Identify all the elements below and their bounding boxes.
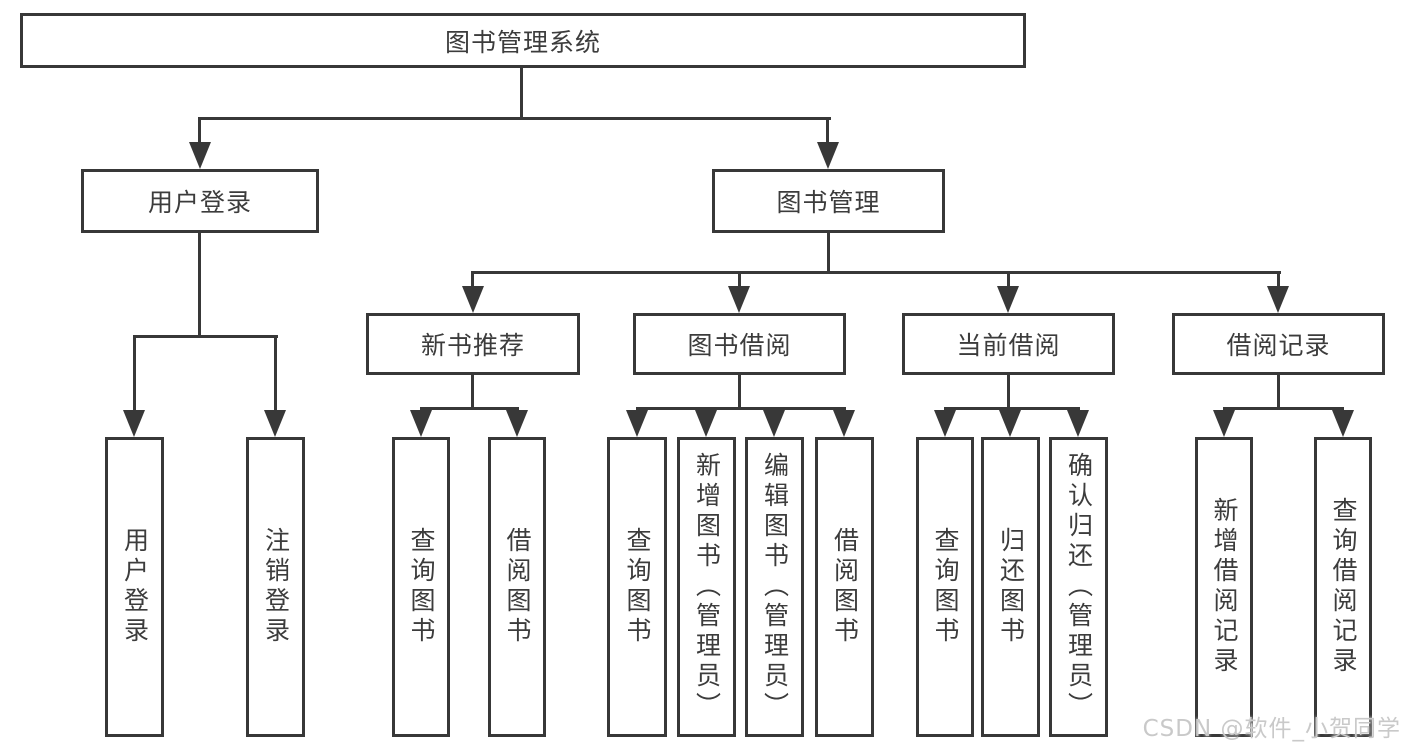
line <box>471 375 474 409</box>
leaf-current-return-book: 归还图书 <box>981 437 1040 737</box>
node-new-book-recommend: 新书推荐 <box>366 313 580 375</box>
arrow-down-icon <box>695 410 717 437</box>
line <box>198 117 831 120</box>
leaf-record-query-record: 查询借阅记录 <box>1314 437 1372 737</box>
leaf-newrec-query-book: 查询图书 <box>392 437 450 737</box>
line <box>133 335 278 338</box>
line <box>520 68 523 118</box>
line <box>1007 271 1010 291</box>
arrow-down-icon <box>1067 410 1089 437</box>
leaf-user-login: 用户登录 <box>105 437 164 737</box>
arrow-down-icon <box>833 410 855 437</box>
arrow-down-icon <box>626 410 648 437</box>
node-book-management: 图书管理 <box>712 169 945 233</box>
leaf-logout: 注销登录 <box>246 437 305 737</box>
leaf-borrow-query-book: 查询图书 <box>607 437 667 737</box>
arrow-down-icon <box>1267 286 1289 313</box>
line <box>826 117 829 147</box>
arrow-down-icon <box>506 410 528 437</box>
node-system-root: 图书管理系统 <box>20 13 1026 68</box>
leaf-newrec-borrow-book: 借阅图书 <box>488 437 546 737</box>
line <box>420 407 519 410</box>
line <box>738 271 741 291</box>
line <box>636 407 846 410</box>
arrow-down-icon <box>997 286 1019 313</box>
arrow-down-icon <box>462 286 484 313</box>
node-book-borrow: 图书借阅 <box>633 313 846 375</box>
line <box>1277 375 1280 409</box>
arrow-down-icon <box>1332 410 1354 437</box>
leaf-borrow-edit-book-admin: 编辑图书（管理员） <box>745 437 804 737</box>
leaf-borrow-add-book-admin: 新增图书（管理员） <box>677 437 736 737</box>
line <box>133 335 136 415</box>
leaf-record-add-record: 新增借阅记录 <box>1195 437 1253 737</box>
arrow-down-icon <box>123 410 145 437</box>
node-user-login: 用户登录 <box>81 169 319 233</box>
arrow-down-icon <box>189 142 211 169</box>
arrow-down-icon <box>1213 410 1235 437</box>
line <box>471 271 474 291</box>
leaf-current-query-book: 查询图书 <box>916 437 974 737</box>
line <box>198 117 201 147</box>
line <box>1277 271 1280 291</box>
line <box>738 375 741 409</box>
line <box>1007 375 1010 409</box>
line <box>1223 407 1344 410</box>
leaf-current-confirm-return-admin: 确认归还（管理员） <box>1049 437 1108 737</box>
line <box>471 271 1281 274</box>
line <box>198 233 201 336</box>
line <box>827 233 830 273</box>
arrow-down-icon <box>934 410 956 437</box>
csdn-watermark: CSDN @软件_小贺同学 <box>1142 716 1401 742</box>
node-current-borrow: 当前借阅 <box>902 313 1115 375</box>
arrow-down-icon <box>728 286 750 313</box>
leaf-borrow-borrow-book: 借阅图书 <box>815 437 874 737</box>
arrow-down-icon <box>817 142 839 169</box>
node-borrow-record: 借阅记录 <box>1172 313 1385 375</box>
line <box>944 407 1080 410</box>
arrow-down-icon <box>410 410 432 437</box>
line <box>274 335 277 415</box>
arrow-down-icon <box>264 410 286 437</box>
arrow-down-icon <box>999 410 1021 437</box>
arrow-down-icon <box>763 410 785 437</box>
